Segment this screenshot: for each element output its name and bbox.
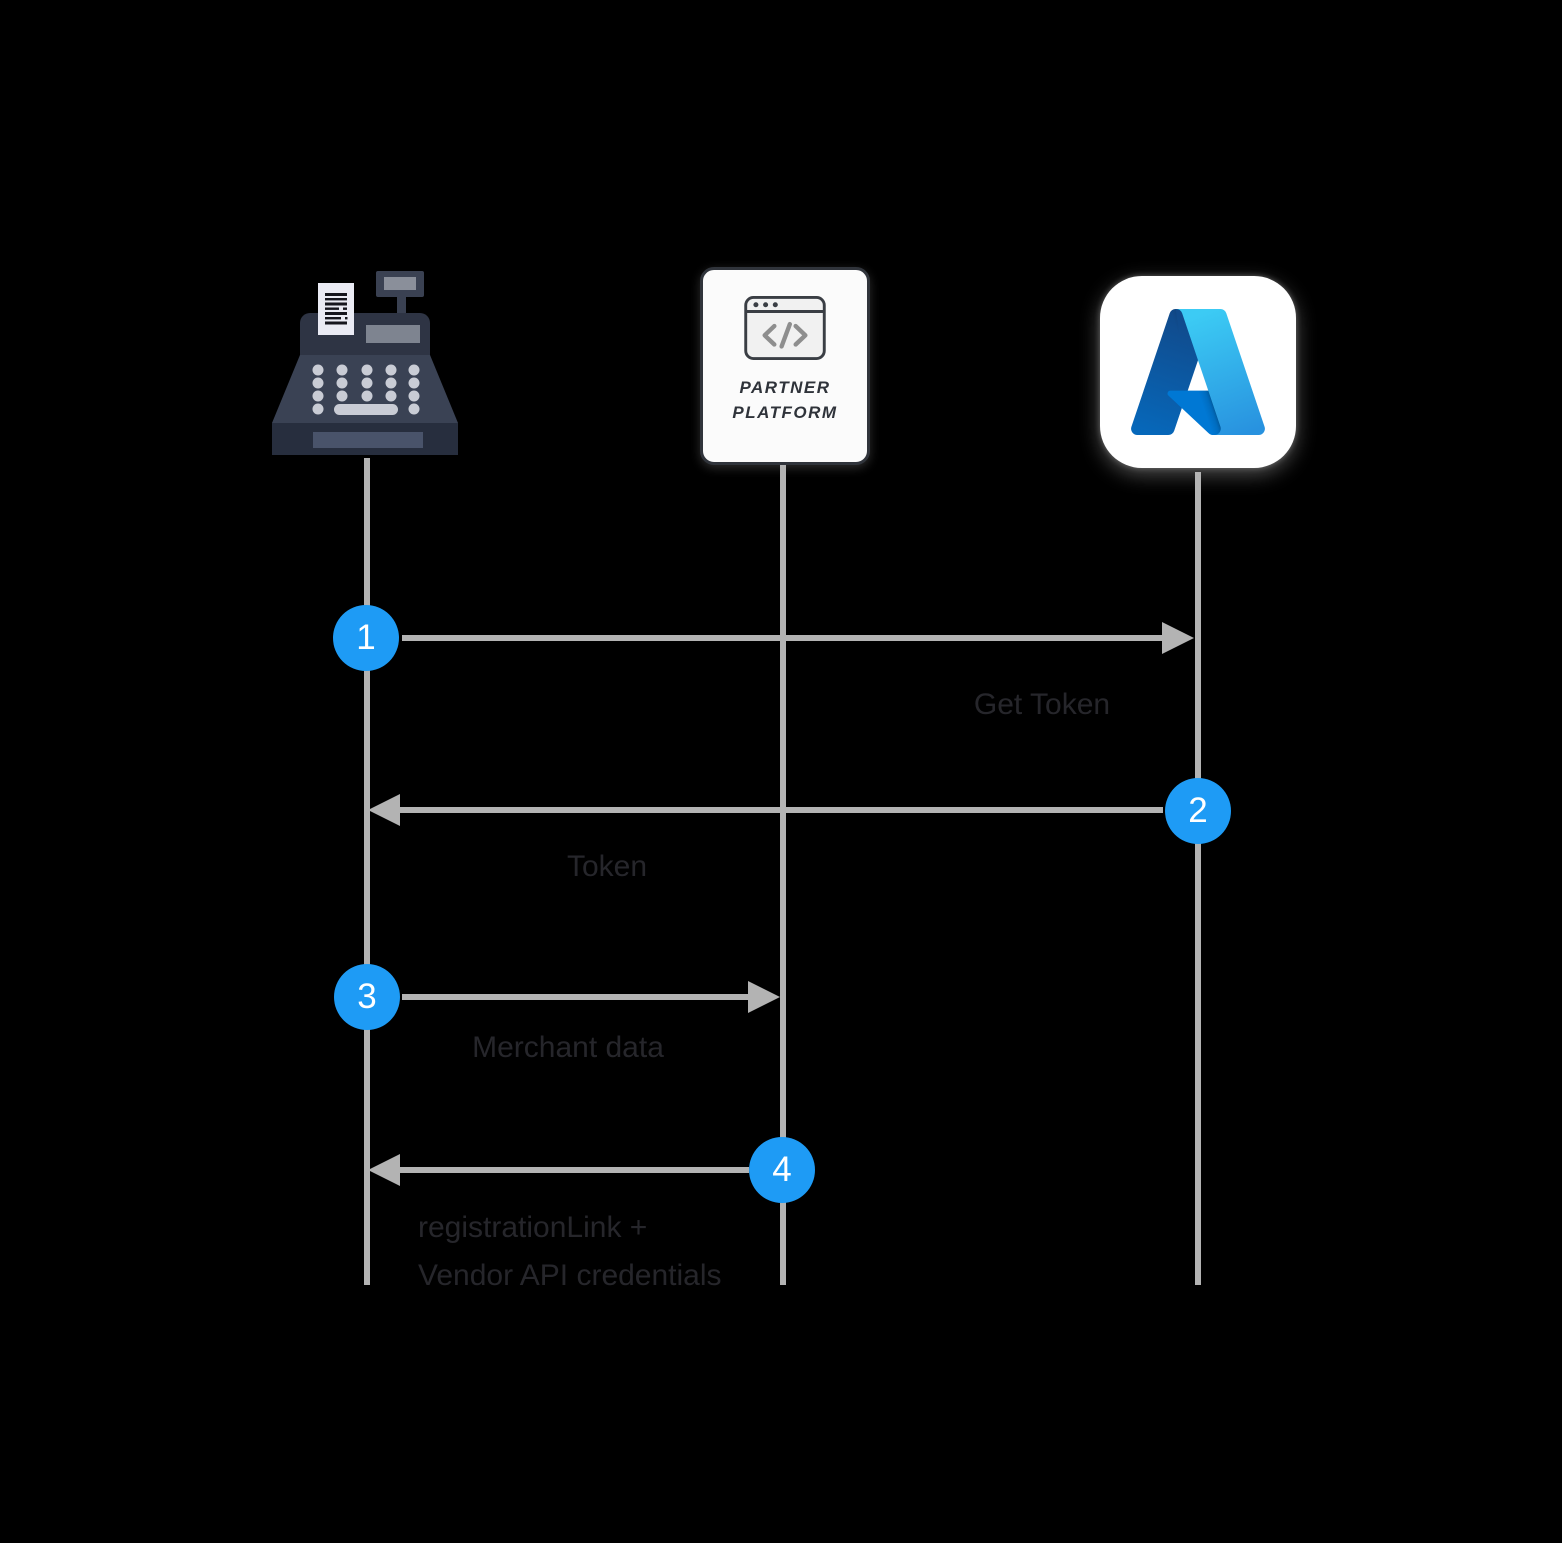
message-label-vendor-credentials: Vendor API credentials — [418, 1259, 722, 1292]
actor-azure — [1100, 276, 1296, 468]
message-label-merchant-data: Merchant data — [472, 1031, 664, 1064]
step-badge-1: 1 — [333, 605, 399, 671]
arrow-merchant-data-head — [748, 981, 780, 1013]
message-label-get-token: Get Token — [973, 688, 1111, 721]
arrow-merchant-data-shaft — [402, 994, 748, 1000]
cash-register-icon — [272, 271, 458, 455]
message-label-token: Token — [566, 850, 648, 883]
lifeline-cash-register — [364, 458, 370, 1285]
step-badge-3: 3 — [334, 964, 400, 1030]
partner-platform-label: PARTNER PLATFORM — [732, 375, 837, 425]
code-window-icon — [744, 296, 826, 360]
arrow-get-token-head — [1162, 622, 1194, 654]
arrow-get-token-shaft — [402, 635, 1162, 641]
actor-partner-platform: PARTNER PLATFORM — [700, 267, 870, 465]
arrow-token-head — [368, 794, 400, 826]
partner-label-line2: PLATFORM — [732, 403, 838, 422]
lifeline-partner-platform — [780, 465, 786, 1285]
partner-label-line1: PARTNER — [739, 378, 831, 397]
arrow-registration-head — [368, 1154, 400, 1186]
arrow-registration-shaft — [400, 1167, 749, 1173]
lifeline-azure — [1195, 472, 1201, 1285]
step-badge-4: 4 — [749, 1137, 815, 1203]
azure-logo-icon — [1131, 308, 1265, 436]
arrow-token-shaft — [400, 807, 1163, 813]
step-badge-2: 2 — [1165, 778, 1231, 844]
message-label-registration-link: registrationLink + — [418, 1211, 648, 1244]
